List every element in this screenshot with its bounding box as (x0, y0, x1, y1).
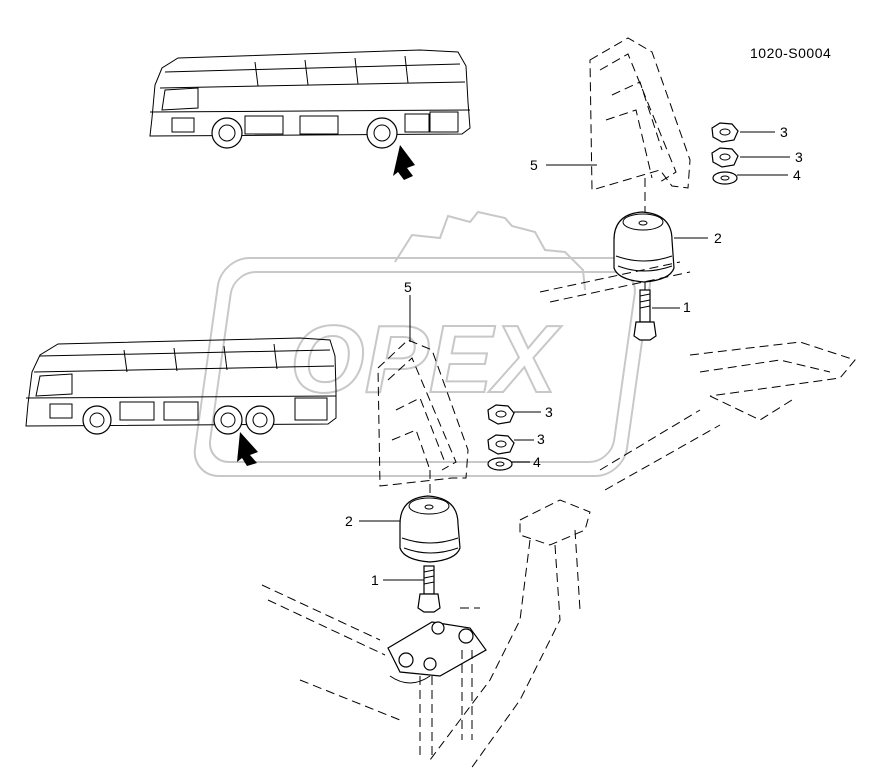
leaders-upper (546, 131, 790, 309)
callout-1-lower: 1 (371, 572, 379, 588)
bolt-1 (633, 289, 657, 341)
callout-3-upper-b: 3 (795, 149, 803, 165)
callouts-upper: 5 3 3 4 2 1 (530, 124, 803, 315)
bus-side-view-upper (149, 49, 471, 180)
callout-2-lower: 2 (345, 513, 353, 529)
lower-assembly (261, 339, 591, 771)
watermark: OPEX (193, 210, 652, 477)
watermark-text: OPEX (290, 306, 562, 413)
callout-4-upper: 4 (793, 167, 801, 183)
callouts-lower: 5 3 3 4 2 1 (345, 279, 553, 588)
callout-3-lower-a: 3 (545, 404, 553, 420)
callout-5-upper: 5 (530, 157, 538, 173)
nut-3a (711, 122, 739, 143)
callout-4-lower: 4 (533, 454, 541, 470)
nut-3c (487, 404, 515, 425)
bus-side-view-lower (25, 337, 337, 466)
drawing-code: 1020-S0004 (750, 45, 831, 61)
upper-assembly (539, 37, 856, 491)
nut-3b (711, 147, 739, 168)
callout-5-lower: 5 (404, 279, 412, 295)
callout-1-upper: 1 (683, 299, 691, 315)
callout-3-lower-b: 3 (537, 431, 545, 447)
rubber-mount-2-lower (399, 495, 461, 563)
leaders-lower (359, 295, 541, 581)
rubber-mount-2 (613, 211, 675, 283)
callout-3-upper-a: 3 (780, 124, 788, 140)
washer-4 (712, 171, 738, 185)
axle-mount-plate (387, 621, 487, 760)
callout-2-upper: 2 (714, 230, 722, 246)
nut-3d (487, 434, 515, 455)
washer-4-lower (487, 457, 513, 471)
bolt-1-lower (417, 565, 441, 613)
